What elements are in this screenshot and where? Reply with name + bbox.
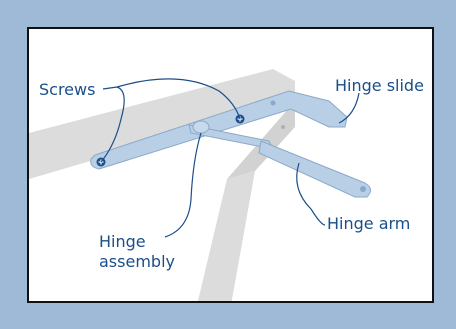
hinge-arm bbox=[258, 140, 371, 198]
label-hinge-assembly-line2: assembly bbox=[99, 252, 175, 271]
leader-line-hinge-assembly bbox=[164, 132, 202, 238]
hinge-illustration: Screws Hinge slide Hinge assembly Hinge … bbox=[29, 69, 424, 301]
hinge-arm-hole bbox=[360, 186, 366, 192]
label-hinge-arm: Hinge arm bbox=[327, 214, 410, 233]
slide-rivet bbox=[281, 125, 285, 129]
window-frame-side-rail bbox=[197, 171, 255, 301]
leader-line-hinge-arm bbox=[296, 162, 326, 226]
leader-line-screws bbox=[116, 78, 241, 120]
label-hinge-slide: Hinge slide bbox=[335, 76, 424, 95]
slide-rivet bbox=[270, 100, 276, 106]
label-screws: Screws bbox=[39, 80, 95, 99]
leader-line-screws bbox=[100, 86, 125, 163]
hinge-pivot bbox=[192, 120, 210, 134]
leader-line-hinge-slide bbox=[338, 92, 360, 124]
diagram-panel: Screws Hinge slide Hinge assembly Hinge … bbox=[27, 27, 434, 303]
window-frame-top-rail bbox=[29, 69, 295, 179]
label-hinge-assembly-line1: Hinge bbox=[99, 232, 146, 251]
